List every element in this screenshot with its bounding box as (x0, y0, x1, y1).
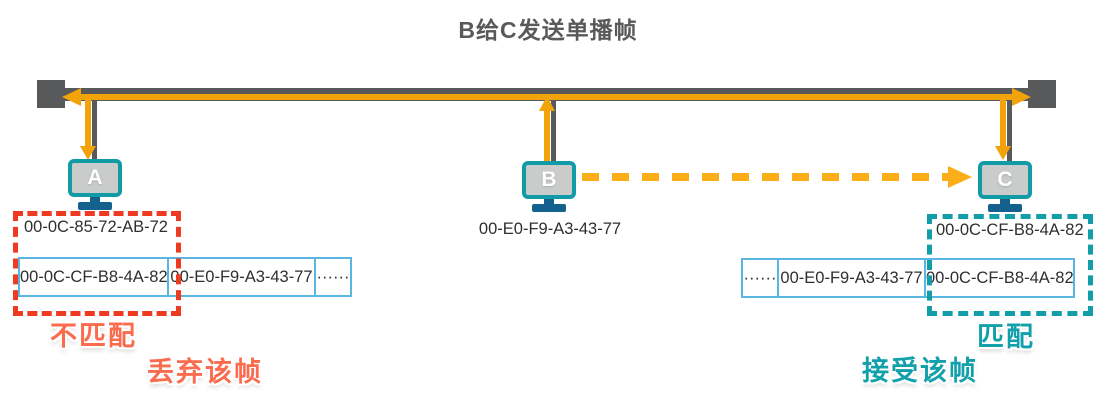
drop-link-b (551, 100, 556, 163)
frame-at-a: 00-0C-CF-B8-4A-82 00-E0-F9-A3-43-77 ····… (18, 257, 352, 297)
drop-link-c (1007, 100, 1012, 162)
computer-b-icon: B (522, 161, 576, 212)
bus-terminator-right (1028, 80, 1056, 108)
frame-path-to-c (1000, 96, 1006, 147)
computer-c-icon: C (978, 161, 1032, 212)
computer-b-label: B (541, 168, 557, 191)
discard-frame-label: 丢弃该帧 (147, 357, 263, 387)
arrow-left-icon (62, 88, 81, 106)
frame-at-c: ······ 00-E0-F9-A3-43-77 00-0C-CF-B8-4A-… (741, 258, 1075, 298)
frame-c-rest-field: ······ (741, 258, 779, 298)
arrow-up-b-icon (539, 96, 555, 111)
match-highlight-box (927, 214, 1093, 316)
frame-c-src-field: 00-E0-F9-A3-43-77 (777, 258, 926, 298)
no-match-label: 不匹配 (50, 321, 137, 351)
drop-link-a (92, 100, 97, 162)
arrow-down-a-icon (80, 146, 96, 160)
frame-a-rest-field: ······ (314, 257, 352, 297)
computer-a-screen: A (68, 159, 122, 197)
mac-address-a: 00-0C-85-72-AB-72 (24, 218, 168, 236)
diagram-title: B给C发送单播帧 (458, 17, 638, 43)
computer-a-label: A (87, 166, 103, 189)
arrow-right-icon (1012, 88, 1031, 106)
frame-c-dest-field: 00-0C-CF-B8-4A-82 (924, 258, 1075, 298)
arrow-down-c-icon (995, 146, 1011, 160)
computer-a-stand (90, 197, 100, 202)
bus-terminator-left (37, 80, 65, 108)
mismatch-highlight-box (13, 211, 181, 316)
mac-address-b: 00-E0-F9-A3-43-77 (478, 220, 622, 238)
computer-c-label: C (997, 168, 1013, 191)
computer-b-stand (544, 199, 554, 204)
unicast-arrowhead-icon (948, 166, 972, 188)
computer-c-screen: C (978, 161, 1032, 199)
frame-path-from-b (544, 110, 550, 163)
frame-path-to-a (85, 96, 91, 147)
computer-c-stand (1000, 199, 1010, 204)
frame-a-dest-field: 00-0C-CF-B8-4A-82 (18, 257, 169, 297)
frame-a-src-field: 00-E0-F9-A3-43-77 (167, 257, 316, 297)
computer-b-screen: B (522, 161, 576, 199)
unicast-dashed-arrow (582, 173, 950, 181)
accept-frame-label: 接受该帧 (862, 356, 978, 386)
computer-a-icon: A (68, 159, 122, 210)
mac-address-c: 00-0C-CF-B8-4A-82 (936, 221, 1084, 239)
match-label: 匹配 (977, 322, 1035, 352)
